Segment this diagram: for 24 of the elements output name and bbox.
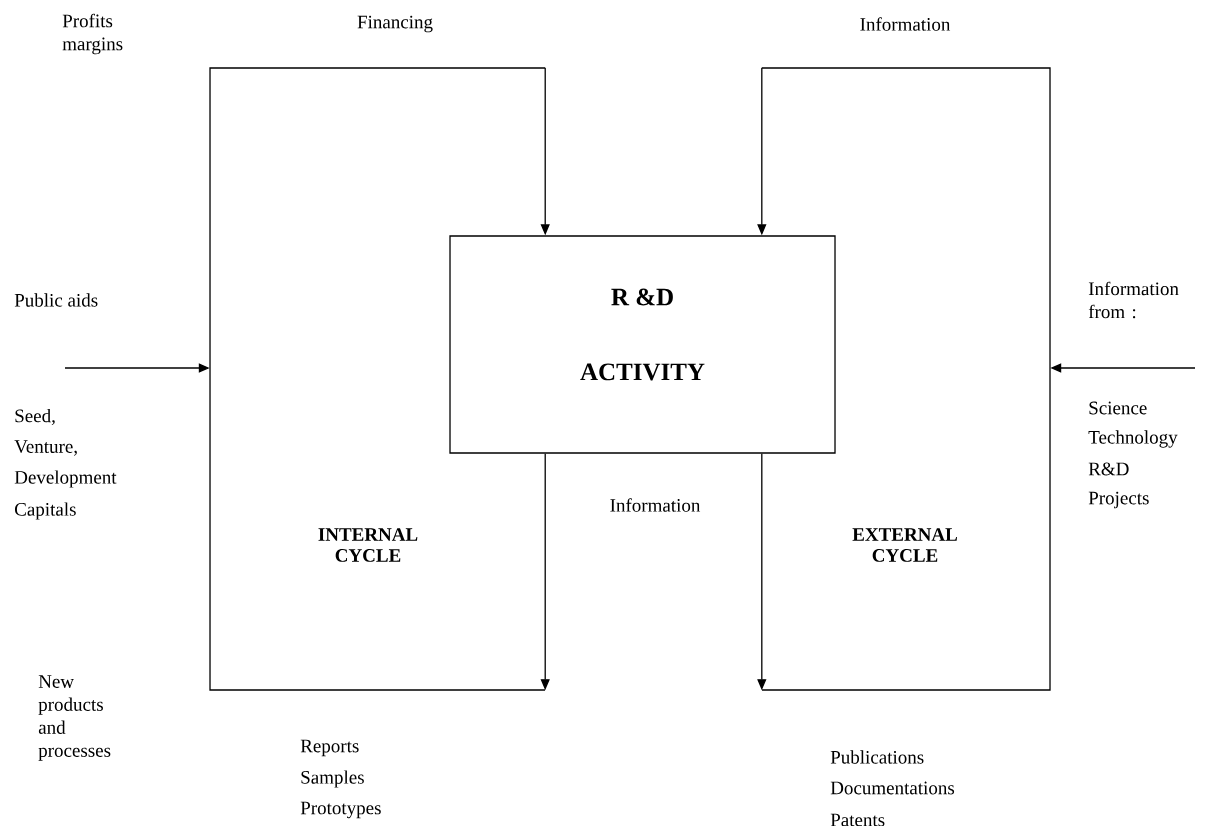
label-text: Publications (830, 750, 924, 764)
label-text: Technology (1088, 430, 1178, 448)
label-text: Development (14, 470, 117, 488)
label-text: Information (610, 498, 701, 512)
label-text: Capitals (15, 502, 76, 520)
cycle-label: EXTERNAL CYCLE (852, 528, 957, 562)
activity-box: R &D ACTIVITY (449, 235, 836, 454)
label-text: Science (1089, 401, 1147, 415)
label-text: New products and processes (38, 675, 111, 761)
label-text: Public aids (14, 293, 98, 307)
label-text: R&D (1088, 462, 1129, 476)
label-text: Venture, (14, 440, 77, 456)
label-text: Documentations (830, 781, 955, 795)
label-text: Information (860, 17, 951, 31)
label-text: Seed, (15, 408, 55, 426)
label-text: Financing (357, 15, 433, 33)
label-text: Information from : (1088, 281, 1179, 319)
label-text: Samples (301, 770, 364, 788)
cycle-label: INTERNAL CYCLE (318, 528, 418, 562)
label-text: Projects (1088, 491, 1149, 509)
label-text: Profits margins (62, 13, 123, 55)
label-text: Patents (830, 813, 885, 826)
label-text: Prototypes (300, 801, 381, 819)
label-text: Reports (300, 739, 359, 757)
